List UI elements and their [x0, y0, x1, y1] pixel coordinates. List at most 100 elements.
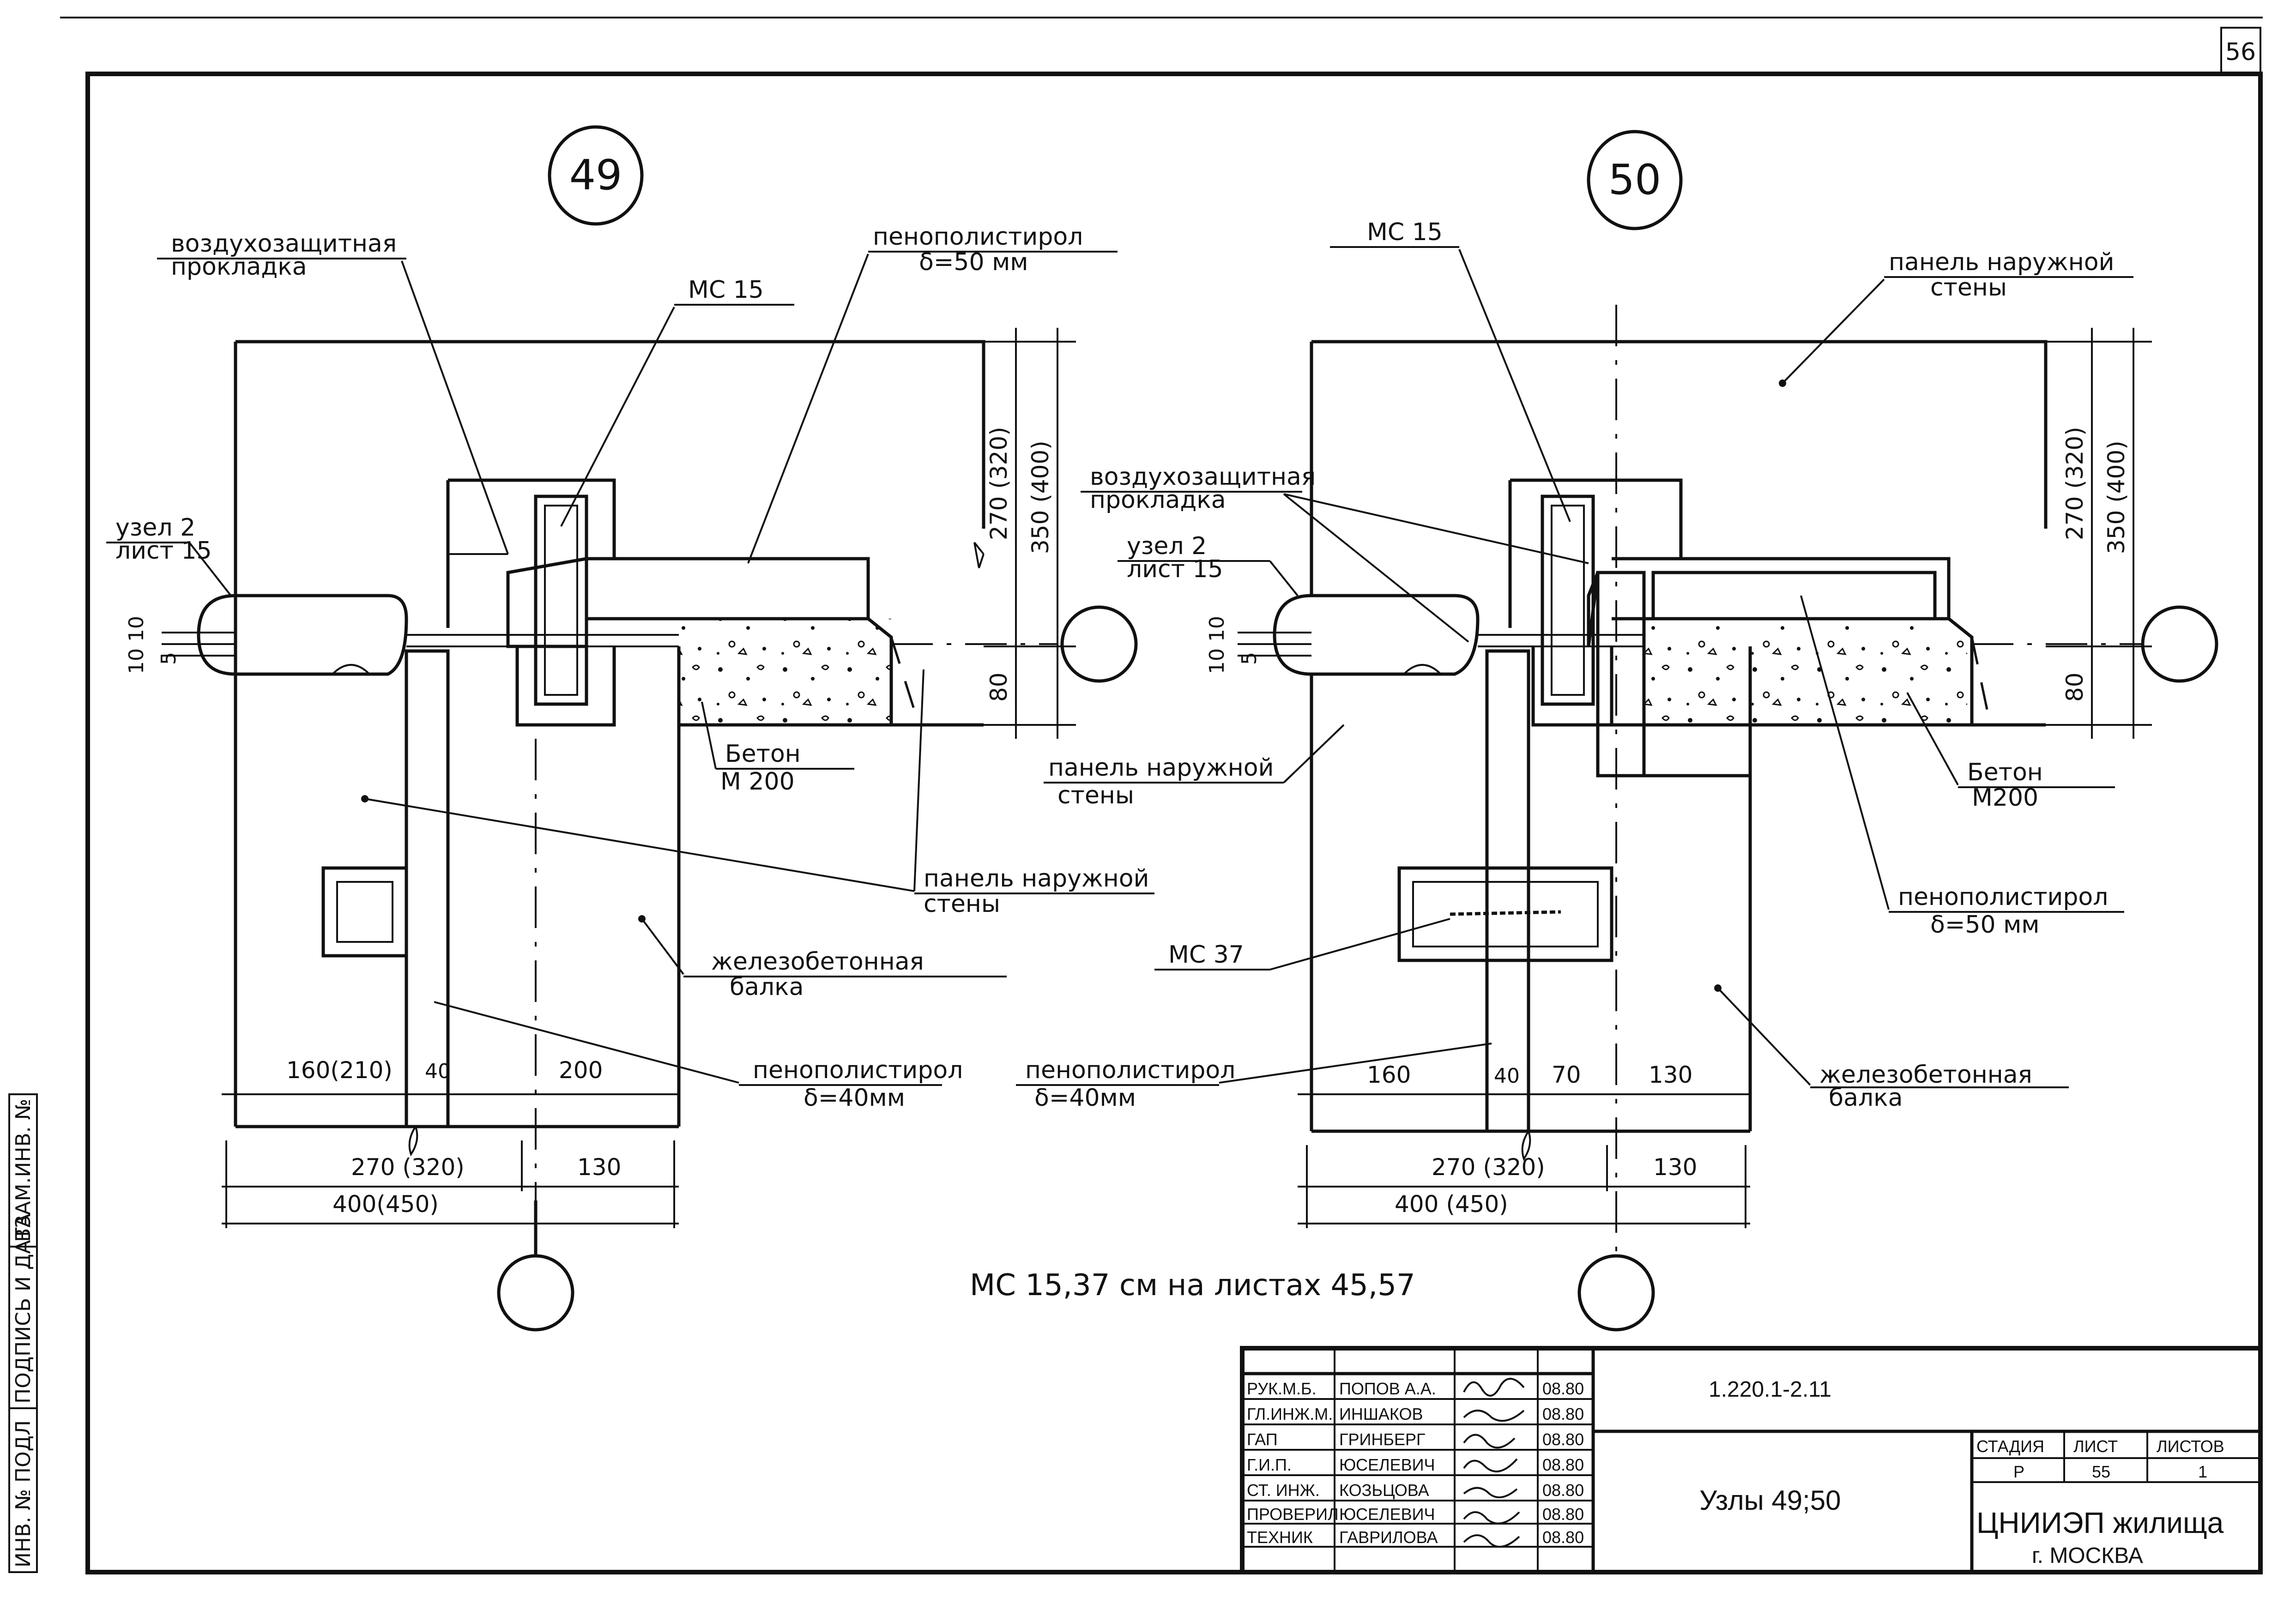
n50-beam-2: балка	[1829, 1084, 1903, 1112]
joint-seal	[197, 594, 408, 676]
n49-concrete-2: М 200	[720, 768, 795, 796]
side-stamp: ИНВ. № ПОДЛ ПОДПИСЬ И ДАТА ВЗАМ.ИНВ. №	[8, 1093, 38, 1573]
mc15-part	[534, 494, 588, 706]
n50-dim-v1: 270 (320)	[2061, 427, 2088, 540]
tb-row-role: ПРОВЕРИЛ	[1247, 1505, 1339, 1524]
n50-panel-top-2: стены	[1930, 274, 2007, 302]
tb-row-role: ГАП	[1247, 1430, 1278, 1449]
n50-mc15: МС 15	[1367, 218, 1443, 246]
n49-foam-top-1: пенополистирол	[873, 223, 1083, 251]
tb-sheet: 55	[2092, 1462, 2110, 1481]
tb-sheet-header: ЛИСТ	[2073, 1437, 2118, 1456]
tb-row-date: 08.80	[1542, 1405, 1584, 1423]
tb-rows: РУК.М.Б. ПОПОВ А.А. 08.80 ГЛ.ИНЖ.М. ИНША…	[1247, 1379, 1584, 1547]
tb-row-date: 08.80	[1542, 1505, 1584, 1524]
n50-dim-v2: 350 (400)	[2103, 440, 2130, 554]
n50-panel-mid-1: панель наружной	[1048, 754, 1274, 782]
n50-node-ref-2: лист 15	[1127, 555, 1223, 583]
n50-foam-right-1: пенополистирол	[1898, 883, 2108, 911]
tb-row-date: 08.80	[1542, 1455, 1584, 1474]
page-number-box	[2220, 27, 2261, 75]
side-stamp-replace: ВЗАМ.ИНВ. №	[12, 1099, 35, 1242]
n49-node-ref-1: узел 2	[115, 514, 195, 542]
n49-dim-v1: 270 (320)	[985, 427, 1012, 540]
n50-dim-small2: 5	[1238, 652, 1261, 665]
n49-dim-h2: 40	[425, 1060, 451, 1083]
node-50: 50	[1016, 130, 2218, 1332]
n49-mc15: МС 15	[688, 276, 764, 304]
n49-foam-bot-2: δ=40мм	[804, 1084, 905, 1112]
tb-title: Узлы 49;50	[1699, 1485, 1841, 1516]
n50-dim-h5: 270 (320)	[1432, 1154, 1545, 1181]
joint-seal-50	[1273, 594, 1480, 676]
n49-dim-v3: 80	[985, 672, 1012, 702]
n49-dim-h3: 200	[559, 1057, 603, 1084]
tb-row-role: РУК.М.Б.	[1247, 1379, 1317, 1398]
n50-concrete-1: Бетон	[1967, 759, 2043, 786]
tb-doc-code: 1.220.1-2.11	[1709, 1377, 1831, 1402]
general-note: МС 15,37 см на листах 45,57	[970, 1268, 1415, 1303]
tb-row-name: ИНШАКОВ	[1339, 1405, 1423, 1423]
n49-concrete-1: Бетон	[725, 740, 801, 768]
axis-marker-49-bottom	[497, 1254, 574, 1332]
axis-marker-49-right	[1060, 605, 1138, 683]
page-number: 56	[2225, 38, 2256, 66]
signatures	[1463, 1378, 1525, 1548]
mc37-part	[1397, 866, 1613, 962]
n49-panel-1: панель наружной	[924, 865, 1149, 892]
side-stamp-inv: ИНВ. № ПОДЛ	[12, 1420, 35, 1568]
n50-foam-bot-1: пенополистирол	[1025, 1056, 1235, 1084]
mc15-part-50	[1541, 494, 1595, 706]
side-stamp-sign: ПОДПИСЬ И ДАТА	[12, 1214, 35, 1404]
title-block: 1.220.1-2.11 Узлы 49;50 СТАДИЯ ЛИСТ ЛИСТ…	[1240, 1346, 2263, 1574]
tb-stage-header: СТАДИЯ	[1976, 1437, 2044, 1456]
n50-dim-small: 10 10	[1205, 616, 1229, 674]
drawing-frame	[85, 72, 2263, 1574]
axis-marker-50-bottom	[1577, 1254, 1655, 1332]
node-50-number: 50	[1608, 156, 1662, 204]
n50-dim-h7: 400 (450)	[1395, 1191, 1508, 1218]
n49-beam-2: балка	[730, 973, 804, 1001]
tb-sheets: 1	[2198, 1462, 2207, 1481]
n50-panel-top-1: панель наружной	[1889, 248, 2114, 276]
n49-air-layer-2: прокладка	[171, 253, 307, 281]
n49-dim-h5: 130	[577, 1154, 621, 1181]
tb-sheets-header: ЛИСТОВ	[2157, 1437, 2224, 1456]
foam-strip-vertical-50	[1485, 649, 1530, 1133]
tb-row-date: 08.80	[1542, 1481, 1584, 1500]
n49-dim-h6: 400(450)	[332, 1191, 439, 1218]
n50-concrete-2: М200	[1972, 784, 2038, 812]
n50-dim-v3: 80	[2061, 672, 2088, 702]
n49-dim-small2: 5	[157, 652, 181, 665]
n49-dim-small: 10 10	[125, 616, 148, 674]
n50-foam-bot-2: δ=40мм	[1034, 1084, 1136, 1112]
foam-strip-vertical	[405, 649, 450, 1128]
tb-row-role: ТЕХНИК	[1247, 1528, 1313, 1547]
n49-node-ref-2: лист 15	[115, 537, 212, 565]
n50-beam-1: железобетонная	[1819, 1061, 2032, 1089]
n49-air-layer-1: воздухозащитная	[171, 230, 397, 258]
tb-row-date: 08.80	[1542, 1430, 1584, 1449]
n49-beam-1: железобетонная	[711, 948, 924, 976]
tb-row-name: КОЗЬЦОВА	[1339, 1481, 1429, 1500]
n50-foam-right-2: δ=50 мм	[1930, 911, 2040, 939]
n50-dim-h6: 130	[1653, 1154, 1697, 1181]
n49-foam-top-2: δ=50 мм	[919, 248, 1028, 276]
n49-dim-h1: 160(210)	[286, 1057, 393, 1084]
tb-row-name: ЮСЕЛЕВИЧ	[1339, 1505, 1435, 1524]
axis-marker-50-right	[2141, 605, 2218, 683]
tb-row-role: СТ. ИНЖ.	[1247, 1481, 1320, 1500]
node-49-marker	[548, 125, 644, 226]
tb-row-name: ПОПОВ А.А.	[1339, 1379, 1436, 1398]
foam-block-top-50	[1651, 571, 1937, 621]
foam-block-top	[585, 557, 870, 621]
tb-stage: Р	[2013, 1462, 2024, 1481]
tb-org-2: г. МОСКВА	[2032, 1544, 2143, 1568]
n49-panel-2: стены	[924, 890, 1000, 918]
node-50-marker	[1587, 130, 1683, 230]
node-49-number: 49	[569, 151, 622, 199]
tb-org-1: ЦНИИЭП жилища	[1976, 1506, 2224, 1539]
tb-row-name: ЮСЕЛЕВИЧ	[1339, 1455, 1435, 1474]
tb-row-date: 08.80	[1542, 1528, 1584, 1547]
